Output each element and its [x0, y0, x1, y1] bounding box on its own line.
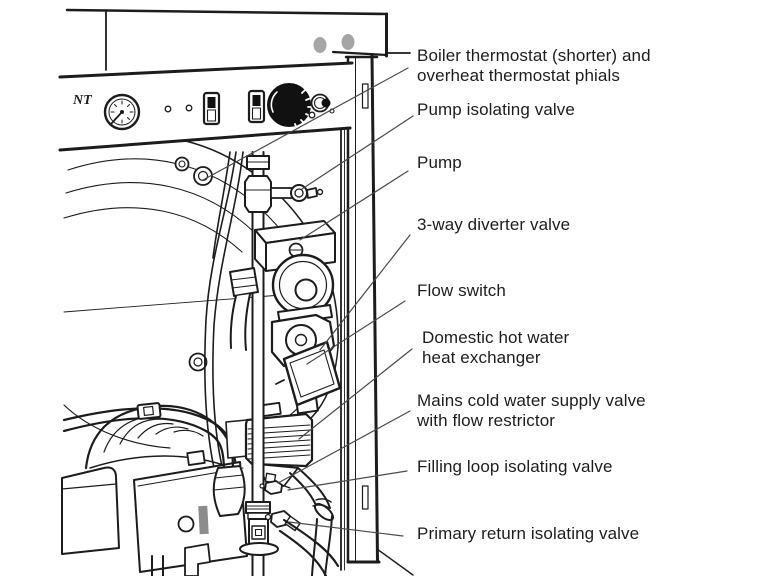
- label-line: Pump: [417, 153, 462, 172]
- side-frame-rail: [344, 53, 381, 564]
- panel-indicator-dot-2: [185, 104, 193, 112]
- leader-filling-loop-valve: [287, 470, 408, 491]
- top-vent-hole-left: [313, 37, 327, 53]
- label-line: 3-way diverter valve: [417, 215, 571, 234]
- control-box-slot: [198, 505, 209, 535]
- control-panel: NT: [58, 61, 354, 152]
- rocker-switch-2: [247, 89, 266, 124]
- label-line: Primary return isolating valve: [417, 524, 640, 543]
- leader-pump: [299, 170, 409, 241]
- leader-lines: [202, 67, 414, 537]
- gas-valve-box: [61, 466, 120, 555]
- casing-rear-edge: [340, 62, 345, 571]
- label-line: overheat thermostat phials: [417, 66, 620, 85]
- label-primary-return-valve: Primary return isolating valve: [417, 524, 639, 544]
- label-pump: Pump: [417, 153, 462, 173]
- label-mains-cold-water-valve: Mains cold water supply valve with flow …: [417, 391, 646, 431]
- label-line: Filling loop isolating valve: [417, 457, 613, 476]
- leader-pump-isolating-valve: [301, 115, 414, 190]
- label-line: Domestic hot water: [422, 328, 570, 347]
- label-line: Boiler thermostat (shorter) and: [417, 46, 651, 65]
- leader-boiler-thermostat: [202, 67, 409, 181]
- label-pump-isolating-valve: Pump isolating valve: [417, 100, 575, 120]
- label-dhw-heat-exchanger: Domestic hot water heat exchanger: [422, 328, 569, 368]
- leader-diverter-valve: [319, 234, 411, 351]
- frame-slot-bottom: [361, 485, 369, 510]
- pump-left-union: [229, 267, 259, 297]
- leader-flow-switch: [306, 300, 406, 365]
- leader-dhw-heat-exchanger: [298, 348, 413, 440]
- pump-assembly: [229, 220, 336, 351]
- label-flow-switch: Flow switch: [417, 281, 506, 301]
- panel-brand-text: NT: [72, 93, 93, 108]
- leader-mains-cold-water-valve: [277, 410, 411, 484]
- label-line: Mains cold water supply valve: [417, 391, 646, 410]
- flow-switch-box: [275, 340, 342, 407]
- frame-slot-top: [361, 83, 369, 109]
- filling-loop-isolating-valve: [259, 472, 291, 495]
- drum-bolt-bosses: [79, 156, 213, 485]
- floor-edge-line: [376, 548, 414, 576]
- casing-top-panel: [65, 8, 411, 71]
- label-diverter-valve: 3-way diverter valve: [417, 215, 570, 235]
- return-pipes: [278, 467, 340, 576]
- label-filling-loop-valve: Filling loop isolating valve: [417, 457, 613, 477]
- pump-isolating-valve-assembly: [244, 155, 324, 213]
- leader-primary-return-valve: [288, 521, 404, 537]
- panel-indicator-dot-1: [164, 105, 172, 113]
- top-vent-hole-right: [341, 34, 355, 50]
- label-line: Flow switch: [417, 281, 506, 300]
- flue-curved-pipe: [62, 402, 246, 517]
- rocker-switch-1: [202, 91, 221, 126]
- label-line: heat exchanger: [422, 348, 541, 367]
- label-line: with flow restrictor: [417, 411, 556, 430]
- thermostat-capillary-wires: [204, 151, 244, 476]
- label-boiler-thermostat: Boiler thermostat (shorter) and overheat…: [417, 46, 651, 86]
- label-line: Pump isolating valve: [417, 100, 575, 119]
- spark-ignition-knob: [308, 93, 335, 119]
- pressure-gauge: [103, 93, 141, 131]
- lower-pipe-fittings: [239, 501, 279, 556]
- thermostat-knob: [267, 83, 314, 130]
